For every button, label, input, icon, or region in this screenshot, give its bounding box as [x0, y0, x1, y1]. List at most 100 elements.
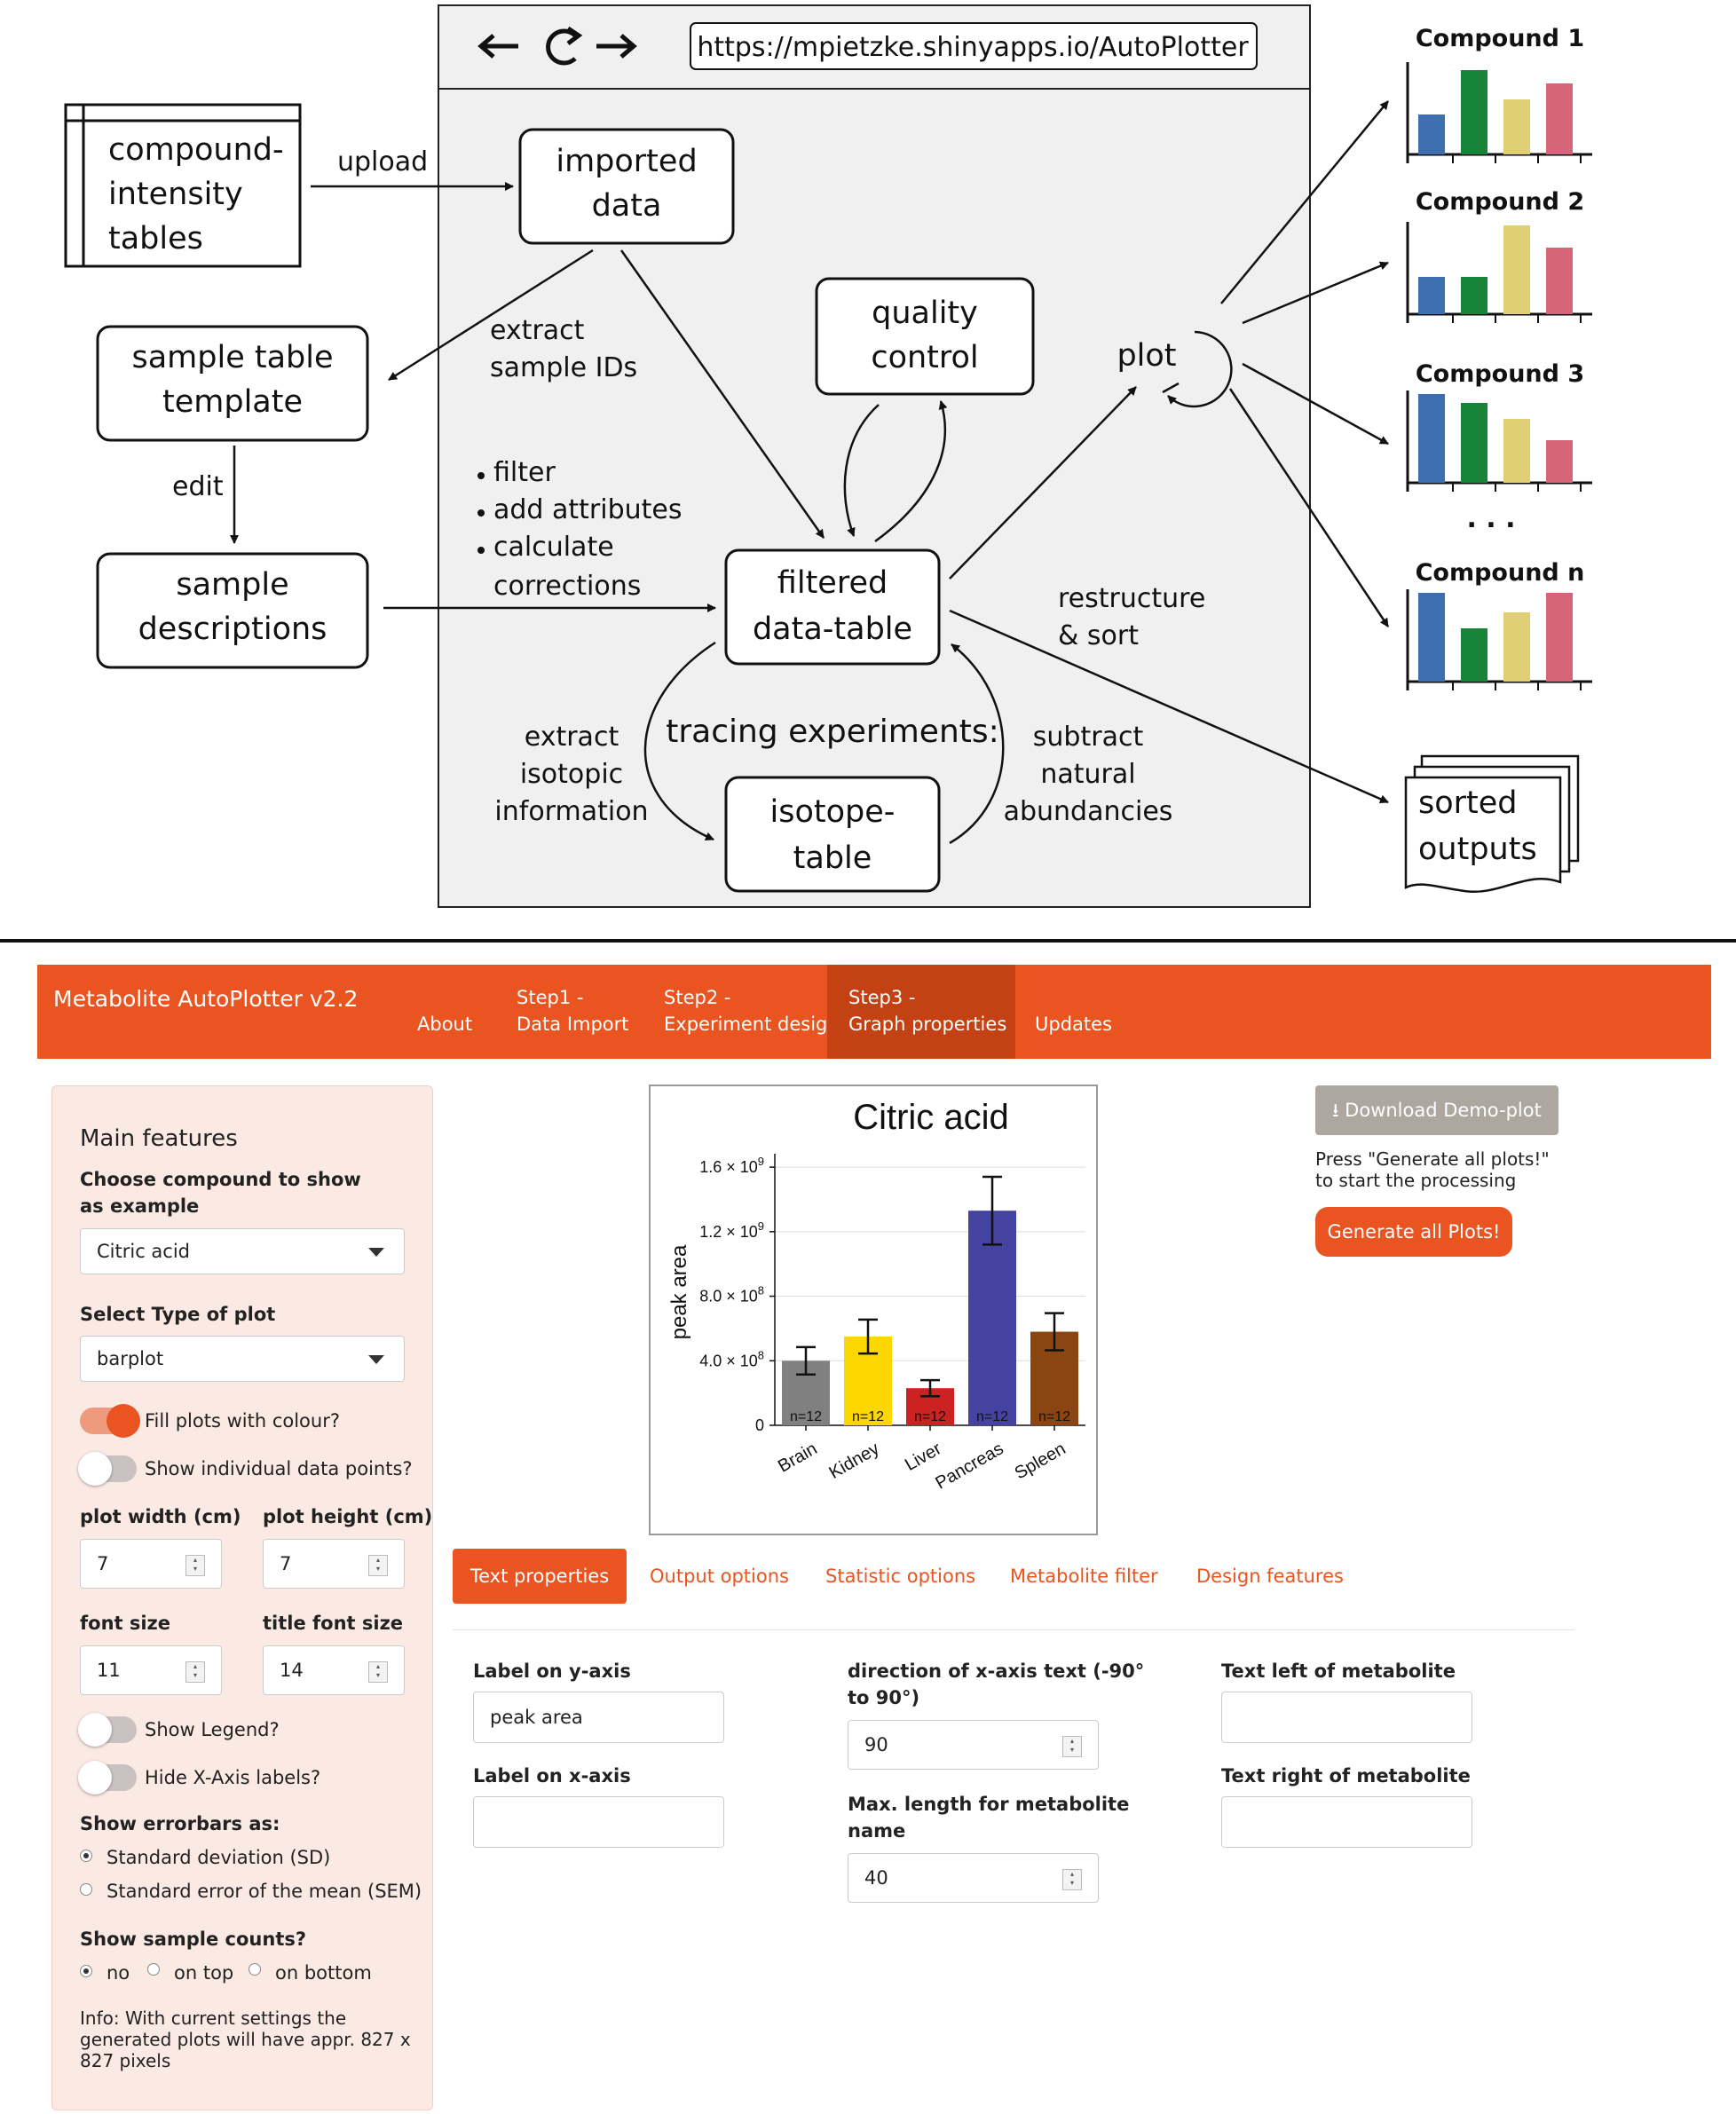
svg-text:& sort: & sort — [1058, 620, 1139, 651]
upload-label: upload — [337, 146, 428, 177]
font-size-input[interactable]: 11▴▾ — [80, 1645, 222, 1695]
counts-no-radio[interactable] — [80, 1965, 92, 1977]
errorbar-sd-label: Standard deviation (SD) — [107, 1847, 331, 1868]
svg-text:table: table — [793, 840, 872, 876]
svg-text:sorted: sorted — [1418, 785, 1518, 821]
x-axis-label-label: Label on x-axis — [473, 1765, 631, 1787]
tab-design-features[interactable]: Design features — [1196, 1566, 1344, 1587]
count-label: n=12 — [1038, 1409, 1070, 1424]
counts-bottom-radio[interactable] — [249, 1963, 261, 1976]
fill-colour-toggle[interactable] — [80, 1404, 140, 1438]
download-demo-button[interactable]: ⭳ Download Demo-plot — [1315, 1085, 1558, 1135]
counts-no-label: no — [107, 1962, 130, 1984]
y-tick-label: 0 — [755, 1416, 764, 1434]
spinner-icon[interactable]: ▴▾ — [185, 1661, 205, 1683]
filtered-data-table-box — [724, 548, 941, 666]
title-font-size-input[interactable]: 14▴▾ — [263, 1645, 405, 1695]
count-label: n=12 — [914, 1409, 946, 1424]
spinner-icon[interactable]: ▴▾ — [368, 1661, 388, 1683]
plot-height-input[interactable]: 7▴▾ — [263, 1539, 405, 1589]
mini-bar — [1461, 277, 1487, 314]
browser-forward-icon — [596, 34, 637, 59]
errorbar-sem-radio[interactable] — [80, 1883, 92, 1896]
legend-toggle[interactable] — [78, 1713, 137, 1747]
generate-hint-2: to start the processing — [1315, 1170, 1517, 1191]
isotope-table-box — [724, 776, 941, 893]
nav-step3[interactable]: Step3 -Graph properties — [827, 965, 1015, 1059]
tab-output-options[interactable]: Output options — [650, 1566, 789, 1587]
workflow-diagram: https://mpietzke.shinyapps.io/AutoPlotte… — [64, 4, 1592, 908]
nav-about[interactable]: About — [417, 1014, 473, 1035]
table-label-1: compound- — [108, 132, 284, 168]
nav-step2[interactable]: Step2 -Experiment design — [664, 987, 840, 1035]
bar-pancreas — [968, 1211, 1016, 1425]
mini-bar — [1503, 419, 1530, 483]
hide-x-axis-toggle[interactable] — [78, 1761, 137, 1795]
x-text-direction-label-1: direction of x-axis text (-90° — [848, 1660, 1145, 1682]
svg-text:tracing experiments:: tracing experiments: — [666, 714, 999, 750]
tab-metabolite-filter[interactable]: Metabolite filter — [1010, 1566, 1158, 1587]
generate-all-plots-button[interactable]: Generate all Plots! — [1315, 1207, 1512, 1257]
max-length-label-1: Max. length for metabolite — [848, 1794, 1130, 1815]
errorbar-sd-radio[interactable] — [80, 1850, 92, 1862]
x-axis-label-input[interactable] — [473, 1796, 724, 1848]
counts-top-radio[interactable] — [147, 1963, 160, 1976]
tab-statistic-options[interactable]: Statistic options — [825, 1566, 976, 1587]
info-line-1: Info: With current settings the — [80, 2008, 347, 2029]
sidebar-heading: Main features — [80, 1125, 238, 1152]
tab-text-properties[interactable]: Text properties — [453, 1549, 627, 1604]
svg-text:sample table: sample table — [131, 340, 333, 375]
text-right-input[interactable] — [1221, 1796, 1472, 1848]
plot-width-input[interactable]: 7▴▾ — [80, 1539, 222, 1589]
data-points-label: Show individual data points? — [145, 1458, 413, 1479]
spinner-icon[interactable]: ▴▾ — [368, 1555, 388, 1576]
y-axis-label: peak area — [667, 1244, 691, 1339]
hide-x-axis-label: Hide X-Axis labels? — [145, 1767, 321, 1788]
browser-url: https://mpietzke.shinyapps.io/AutoPlotte… — [697, 32, 1249, 63]
text-left-input[interactable] — [1221, 1692, 1472, 1743]
plot-height-label: plot height (cm) — [263, 1506, 433, 1527]
y-tick-label: 1.6 × 109 — [699, 1155, 764, 1176]
svg-text:sample: sample — [176, 567, 288, 603]
y-axis-label-input[interactable]: peak area — [473, 1692, 724, 1743]
errorbar-sem-label: Standard error of the mean (SEM) — [107, 1881, 422, 1902]
svg-text:descriptions: descriptions — [138, 611, 327, 647]
mini-bar — [1503, 99, 1530, 154]
sample-counts-label: Show sample counts? — [80, 1929, 307, 1950]
app-brand[interactable]: Metabolite AutoPlotter v2.2 — [53, 986, 359, 1012]
svg-text:corrections: corrections — [493, 571, 641, 602]
x-text-direction-input[interactable]: 90▴▾ — [848, 1720, 1099, 1770]
spinner-icon[interactable]: ▴▾ — [1062, 1736, 1082, 1757]
spinner-icon[interactable]: ▴▾ — [185, 1555, 205, 1576]
data-points-toggle[interactable] — [78, 1452, 137, 1486]
info-line-3: 827 pixels — [80, 2050, 171, 2071]
errorbars-label: Show errorbars as: — [80, 1813, 280, 1834]
mini-bar — [1418, 114, 1445, 154]
plot-width-label: plot width (cm) — [80, 1506, 241, 1527]
nav-step1[interactable]: Step1 -Data Import — [517, 987, 629, 1035]
compound-select[interactable]: Citric acid — [80, 1228, 405, 1274]
chevron-down-icon — [368, 1355, 384, 1364]
table-label-3: tables — [108, 221, 203, 256]
x-tick-label: Spleen — [1012, 1439, 1069, 1483]
max-length-input[interactable]: 40▴▾ — [848, 1853, 1099, 1903]
browser-url-box — [690, 22, 1258, 70]
svg-text:outputs: outputs — [1418, 832, 1537, 867]
sample-template-box — [96, 325, 369, 442]
plot-type-select[interactable]: barplot — [80, 1336, 405, 1382]
max-length-label-2: name — [848, 1820, 906, 1842]
mini-bar — [1546, 248, 1573, 314]
imported-data-box — [518, 128, 735, 245]
x-tick-label: Brain — [775, 1439, 820, 1476]
mini-bar — [1546, 440, 1573, 483]
svg-text:subtract: subtract — [1033, 722, 1144, 753]
x-text-direction-label-2: to 90°) — [848, 1687, 920, 1708]
fill-colour-label: Fill plots with colour? — [145, 1410, 340, 1432]
compound-title-2: Compound 2 — [1416, 188, 1584, 216]
mini-bar — [1418, 277, 1445, 314]
svg-text:data: data — [592, 188, 662, 224]
spinner-icon[interactable]: ▴▾ — [1062, 1869, 1082, 1890]
nav-updates[interactable]: Updates — [1035, 1014, 1112, 1035]
y-tick-label: 4.0 × 108 — [699, 1348, 764, 1369]
